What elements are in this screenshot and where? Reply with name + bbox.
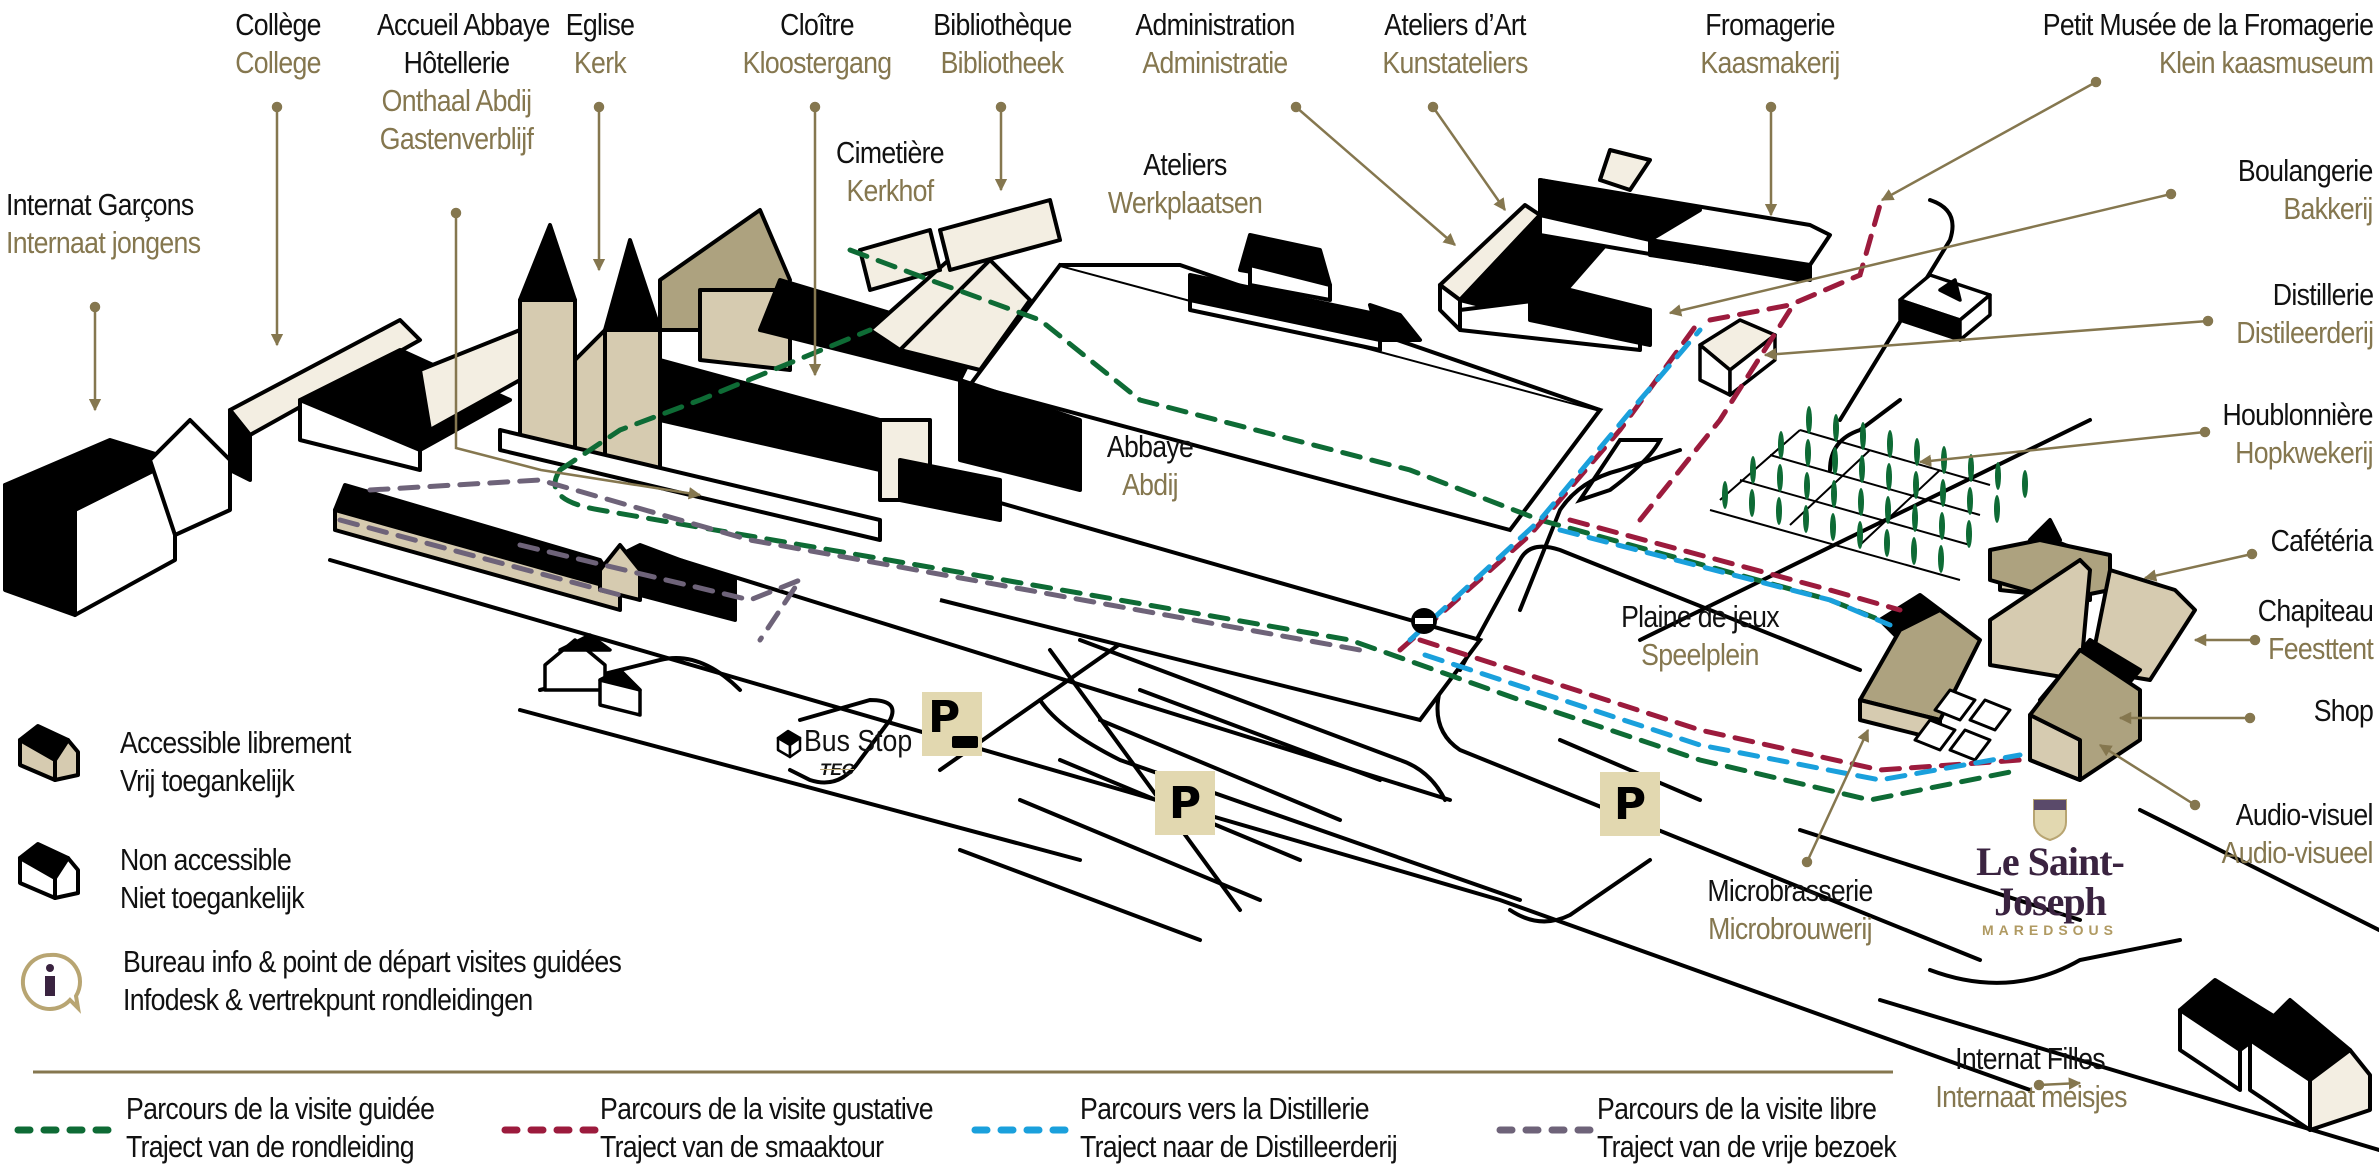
roads: [328, 198, 2379, 1152]
label-accueil: Accueil Abbaye Hôtellerie Onthaal Abdij …: [376, 7, 550, 156]
label-fromagerie: Fromagerie Kaasmakerij: [1700, 7, 1840, 80]
label-distillerie: Distillerie Distileerderij: [2235, 277, 2374, 350]
hop-plant-icon: [2022, 470, 2028, 498]
hop-plant-icon: [1777, 464, 1783, 492]
label-shop: Shop: [2313, 693, 2373, 728]
label-college: Collège College: [235, 7, 321, 80]
legend-route-tasting: Parcours de la visite gustative Traject …: [600, 1091, 934, 1164]
hop-plant-icon: [1859, 455, 1865, 483]
label-ateliers-art: Ateliers d’Art Kunstateliers: [1382, 7, 1528, 80]
label-administration: Administration Administratie: [1135, 7, 1295, 80]
hop-plant-icon: [1805, 439, 1811, 467]
building-ateliers: [1188, 233, 1422, 352]
hop-field: [1709, 406, 2028, 581]
building-church: [498, 198, 1082, 542]
hop-plant-icon: [1885, 496, 1891, 524]
hop-plant-icon: [1776, 497, 1782, 525]
label-eglise: Eglise Kerk: [565, 7, 635, 80]
label-cloitre: Cloître Kloostergang: [742, 7, 893, 80]
hop-plant-icon: [1994, 495, 2000, 523]
house-non-accessible-icon: [18, 842, 80, 900]
building-boulangerie: [1898, 273, 1992, 342]
parking-sign: P: [1600, 772, 1660, 836]
label-microbrasserie: Microbrasserie Microbrouwerij: [1707, 873, 1873, 946]
label-cafeteria: Cafétéria: [2271, 523, 2374, 558]
building-internat-garcons: [3, 418, 232, 617]
hop-plant-icon: [1912, 504, 1918, 532]
bus-stop-label: Bus Stop: [804, 723, 913, 758]
legend-non-accessible: Non accessible Niet toegankelijk: [120, 842, 305, 915]
label-musee: Petit Musée de la Fromagerie Klein kaasm…: [2042, 7, 2374, 80]
bus-stop-icon: [776, 729, 802, 759]
hop-plant-icon: [1966, 520, 1972, 548]
leader-lines: [88, 76, 2261, 1091]
building-fromagerie: [1438, 148, 1832, 352]
hop-plant-icon: [1884, 529, 1890, 557]
label-bibliotheque: Bibliothèque Bibliotheek: [933, 7, 1072, 80]
label-audio-visuel: Audio-visuel Audio-visueel: [2221, 797, 2374, 870]
label-internat-filles: Internat Filles Internaat meisjes: [1935, 1041, 2127, 1114]
hop-plant-icon: [1806, 406, 1812, 434]
hop-plant-icon: [1938, 545, 1944, 573]
hop-plant-icon: [1722, 481, 1728, 509]
hop-plant-icon: [1830, 513, 1836, 541]
hop-plant-icon: [1967, 487, 1973, 515]
building-college: [228, 318, 522, 482]
house-accessible-icon: [18, 724, 80, 782]
building-distillerie: [1698, 318, 1777, 397]
label-plaine: Plaine de jeux Speelplein: [1621, 599, 1780, 672]
hop-plant-icon: [1860, 422, 1866, 450]
legend-info: Bureau info & point de départ visites gu…: [123, 944, 622, 1017]
label-chapiteau: Chapiteau Feesttent: [2257, 593, 2374, 666]
hop-plant-icon: [1749, 489, 1755, 517]
hop-plant-icon: [1833, 414, 1839, 442]
label-boulangerie: Boulangerie Bakkerij: [2238, 153, 2373, 226]
building-small-houses: [543, 633, 642, 717]
hop-plant-icon: [1857, 521, 1863, 549]
hop-plant-icon: [1778, 431, 1784, 459]
hop-plant-icon: [1832, 447, 1838, 475]
hop-plant-icon: [1911, 537, 1917, 565]
tec-logo: TEC: [820, 760, 854, 779]
building-internat-filles: [2178, 978, 2372, 1132]
hop-plant-icon: [1804, 472, 1810, 500]
label-abbaye: Abbaye Abdij: [1106, 429, 1194, 502]
legend-accessible: Accessible librement Vrij toegankelijk: [120, 725, 351, 798]
hop-plant-icon: [1831, 480, 1837, 508]
info-icon: [20, 952, 82, 1014]
label-cimetiere: Cimetière Kerkhof: [836, 135, 945, 208]
hop-plant-icon: [1750, 456, 1756, 484]
hop-plant-icon: [1913, 471, 1919, 499]
hop-plant-icon: [1914, 438, 1920, 466]
hop-plant-icon: [1940, 479, 1946, 507]
hop-plant-icon: [1968, 454, 1974, 482]
hop-plant-icon: [1858, 488, 1864, 516]
label-internat-garcons: Internat Garçons Internaat jongens: [6, 187, 201, 260]
legend-route-guided: Parcours de la visite guidée Traject van…: [126, 1091, 435, 1164]
route-free-line: [337, 477, 1363, 653]
no-entry-sign: [1411, 608, 1437, 634]
building-visitor-centre: [1858, 518, 2197, 782]
label-houblonniere: Houblonnière Hopkwekerij: [2222, 397, 2374, 470]
hop-plant-icon: [1886, 463, 1892, 491]
hop-plant-icon: [1995, 462, 2001, 490]
brand-logo: Le Saint-Joseph MAREDSOUS: [1976, 839, 2125, 939]
bus-parking-sign: P: [922, 692, 982, 756]
building-accueil: [333, 483, 737, 622]
hop-plant-icon: [1939, 512, 1945, 540]
bus-icon: [952, 736, 978, 748]
brand-shield-icon: [2033, 799, 2067, 842]
legend-route-distillery: Parcours vers la Distillerie Traject naa…: [1080, 1091, 1398, 1164]
label-ateliers: Ateliers Werkplaatsen: [1107, 147, 1263, 220]
parking-sign: P: [1155, 771, 1215, 835]
hop-plant-icon: [1803, 505, 1809, 533]
route-distillery-line: [1407, 327, 2023, 783]
hop-plant-icon: [1887, 430, 1893, 458]
legend-route-free: Parcours de la visite libre Traject van …: [1597, 1091, 1897, 1164]
